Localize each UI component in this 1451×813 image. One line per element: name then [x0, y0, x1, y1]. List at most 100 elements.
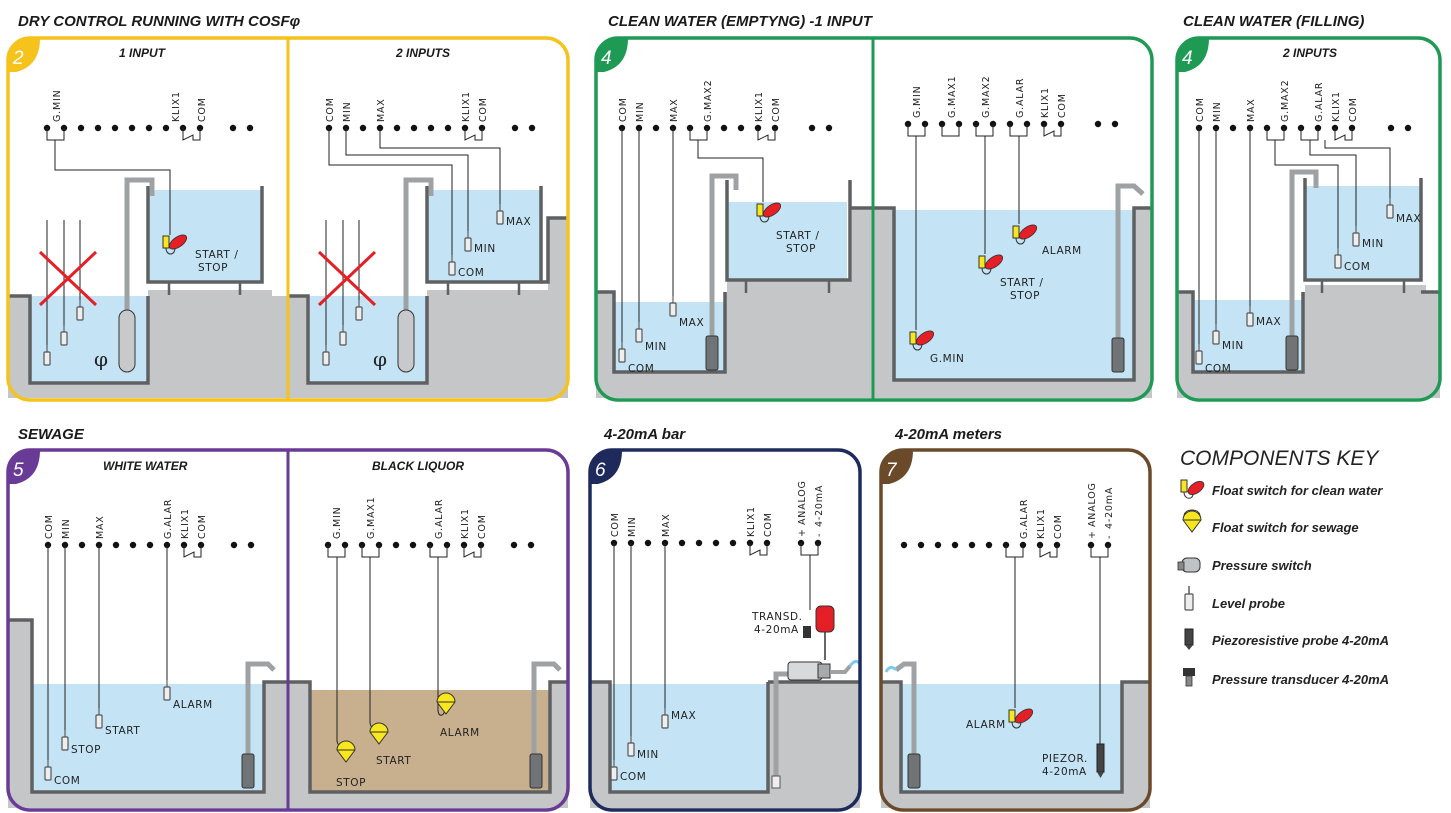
terminal-strip [43, 124, 254, 132]
clean-water-float-icon [1180, 479, 1205, 499]
terminal-label: KLIX1 [746, 506, 757, 537]
float-label: START [376, 755, 411, 767]
float-label: START / [195, 249, 238, 261]
probe-label: COM [620, 771, 646, 783]
pressure-switch-icon [1177, 557, 1201, 573]
key-item-label: Pressure switch [1212, 558, 1312, 573]
terminal-label: COM [197, 514, 208, 539]
transducer-label: 4-20mA [754, 624, 799, 636]
panel-number-badge: 4 [1182, 48, 1193, 69]
terminal-label: MIN [342, 101, 353, 122]
panel-number-badge: 4 [601, 48, 612, 69]
terminal-label: COM [1057, 93, 1068, 118]
probe-label: MAX [679, 317, 704, 329]
float-label: STOP [336, 777, 366, 789]
terminal-label: G.ALAR [1019, 499, 1030, 539]
key-item-label: Pressure transducer 4-20mA [1212, 672, 1389, 687]
panel-number-badge: 7 [886, 460, 898, 481]
terminal-label: G.MIN [332, 507, 343, 540]
terminal-label: ANALOG [1087, 482, 1098, 527]
probe-label: COM [1205, 363, 1231, 375]
probe-label: MIN [637, 749, 659, 761]
section-title-clean-water-emptying: CLEAN WATER (EMPTYNG) -1 INPUT [608, 13, 874, 30]
panel-clean-water-filling: COM MIN MAX G.MAX2 G.ALAR KLIX1 COM COM … [1175, 36, 1442, 402]
section-title-sewage: SEWAGE [18, 426, 85, 443]
terminal-label: COM [763, 512, 774, 537]
terminal-label: KLIX1 [1036, 508, 1047, 539]
terminal-strip [618, 124, 833, 132]
probe-label: COM [1344, 261, 1370, 273]
terminal-label: MIN [1212, 101, 1223, 122]
key-title: COMPONENTS KEY [1180, 447, 1380, 470]
float-label: STOP [198, 262, 228, 274]
panel-subtitle: 2 INPUTS [395, 46, 450, 60]
terminal-label: KLIX1 [461, 91, 472, 122]
terminal-label: G.MAX2 [703, 80, 714, 122]
panel-number-badge: 5 [13, 460, 24, 481]
terminal-label: COM [44, 514, 55, 539]
terminal-label: MAX [95, 515, 106, 539]
transducer-label: TRANSD. [751, 611, 803, 623]
terminal-strip [44, 541, 255, 549]
probe-label: COM [628, 363, 654, 375]
terminal-label: COM [771, 97, 782, 122]
probe-label: MIN [1222, 340, 1244, 352]
terminal-label: 4-20mA [1104, 487, 1115, 529]
probe-label: MIN [474, 243, 496, 255]
terminal-label: COM [618, 97, 629, 122]
level-probe-icon [1184, 586, 1194, 611]
terminal-label: COM [197, 97, 208, 122]
terminal-strip [904, 120, 1119, 128]
terminal-label: ANALOG [797, 480, 808, 525]
terminal-label: KLIX1 [180, 508, 191, 539]
panel-subtitle: WHITE WATER [103, 459, 188, 473]
terminal-label: G.ALAR [163, 499, 174, 539]
terminal-strip [1195, 124, 1412, 132]
probe-label: COM [458, 267, 484, 279]
panel-dry-control: φ φ G.MIN KLIX1 COM START / STOP COM MIN… [6, 36, 570, 402]
terminal-label: G.MIN [52, 90, 63, 123]
terminal-label: + [1087, 530, 1098, 539]
terminal-strip [324, 541, 535, 549]
terminal-label: G.MAX1 [947, 76, 958, 118]
float-label: STOP [1010, 290, 1040, 302]
panel-subtitle: BLACK LIQUOR [372, 459, 464, 473]
cosphi-label: φ [373, 347, 387, 371]
terminal-label: KLIX1 [1040, 87, 1051, 118]
sewage-float-icon [1182, 509, 1202, 533]
terminal-strip [610, 539, 822, 547]
pressure-transducer-icon [1183, 668, 1195, 687]
terminal-label: MIN [635, 101, 646, 122]
terminal-label: - [1104, 535, 1115, 539]
piezo-label: PIEZOR. [1042, 753, 1088, 765]
terminal-label: MIN [61, 518, 72, 539]
float-label: START / [776, 230, 819, 242]
probe-label: MAX [1396, 213, 1421, 225]
terminal-label: G.ALAR [1015, 78, 1026, 118]
key-item-label: Level probe [1212, 596, 1285, 611]
float-label: ALARM [966, 719, 1006, 731]
cosphi-label: φ [94, 347, 108, 371]
float-label: STOP [786, 243, 816, 255]
panel-number-badge: 6 [595, 460, 606, 481]
terminal-label: G.ALAR [434, 499, 445, 539]
components-key: COMPONENTS KEY Float switch for clean wa… [1177, 447, 1389, 687]
terminal-label: KLIX1 [460, 508, 471, 539]
terminal-label: G.MAX1 [366, 497, 377, 539]
float-label: ALARM [440, 727, 480, 739]
terminal-label: 4-20mA [814, 485, 825, 527]
terminal-label: COM [478, 97, 489, 122]
terminal-label: MAX [376, 98, 387, 122]
terminal-strip [900, 541, 1112, 549]
panel-4-20ma-bar: COM MIN MAX KLIX1 COM + ANALOG - 4-20mA … [588, 448, 862, 812]
piezo-label: 4-20mA [1042, 766, 1087, 778]
float-label: START / [1000, 277, 1043, 289]
panel-number-badge: 2 [12, 48, 24, 69]
terminal-label: KLIX1 [754, 91, 765, 122]
terminal-label: G.MAX2 [1280, 80, 1291, 122]
terminal-label: - [814, 533, 825, 537]
panel-subtitle: 1 INPUT [119, 46, 167, 60]
panel-subtitle: 2 INPUTS [1282, 46, 1337, 60]
terminal-label: KLIX1 [171, 91, 182, 122]
probe-label: MAX [671, 710, 696, 722]
